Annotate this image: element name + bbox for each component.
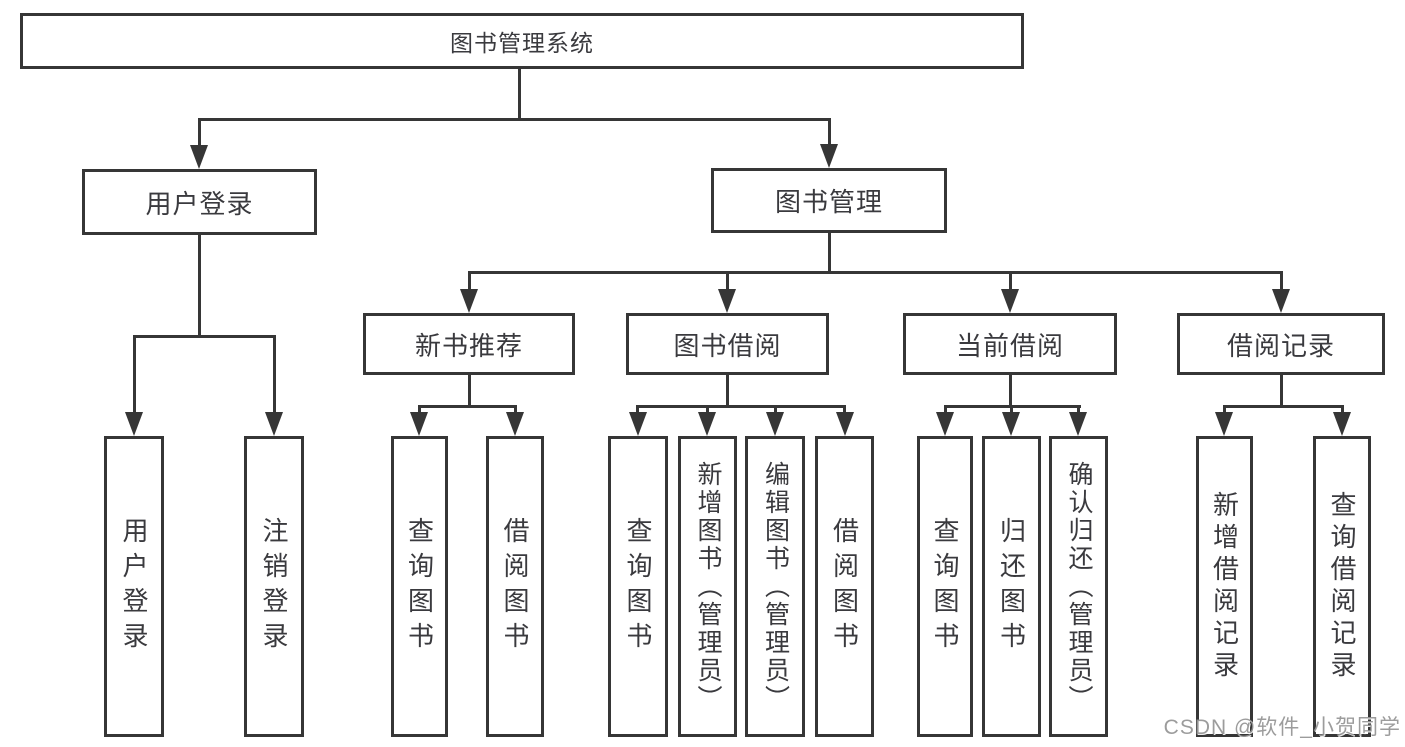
connector-line bbox=[273, 335, 276, 414]
node-book-management: 图书管理 bbox=[711, 168, 947, 233]
connector-line bbox=[1010, 405, 1013, 414]
node-query-books-1: 查询图书 bbox=[391, 436, 448, 737]
node-new-book-recommend: 新书推荐 bbox=[363, 313, 575, 375]
connector-line bbox=[133, 335, 136, 414]
node-add-books-admin: 新增图书（管理员） bbox=[678, 436, 737, 737]
node-borrowing-records: 借阅记录 bbox=[1177, 313, 1385, 375]
connector-line bbox=[514, 405, 517, 414]
connector-line bbox=[726, 375, 729, 408]
arrow-down-icon bbox=[460, 289, 478, 313]
arrow-down-icon bbox=[698, 412, 716, 436]
connector-line bbox=[468, 271, 471, 291]
connector-line bbox=[468, 271, 1283, 274]
connector-line bbox=[1077, 405, 1080, 414]
connector-line bbox=[198, 118, 831, 121]
node-borrow-books-1: 借阅图书 bbox=[486, 436, 544, 737]
connector-line bbox=[944, 405, 947, 414]
arrow-down-icon bbox=[265, 412, 283, 436]
arrow-down-icon bbox=[1069, 412, 1087, 436]
connector-line bbox=[418, 405, 421, 414]
connector-line bbox=[828, 118, 831, 147]
csdn-watermark: CSDN @软件_小贺同学 bbox=[1163, 716, 1401, 739]
arrow-down-icon bbox=[836, 412, 854, 436]
arrow-down-icon bbox=[190, 145, 208, 169]
arrow-down-icon bbox=[1272, 289, 1290, 313]
node-query-books-3: 查询图书 bbox=[917, 436, 973, 737]
node-query-borrow-record: 查询借阅记录 bbox=[1313, 436, 1371, 737]
node-user-login-leaf: 用户登录 bbox=[104, 436, 164, 737]
arrow-down-icon bbox=[1215, 412, 1233, 436]
arrow-down-icon bbox=[820, 144, 838, 168]
connector-line bbox=[636, 405, 846, 408]
node-add-borrow-record: 新增借阅记录 bbox=[1196, 436, 1253, 737]
arrow-down-icon bbox=[1001, 289, 1019, 313]
node-confirm-return-admin: 确认归还（管理员） bbox=[1049, 436, 1108, 737]
arrow-down-icon bbox=[936, 412, 954, 436]
connector-line bbox=[1009, 271, 1012, 291]
connector-line bbox=[468, 375, 471, 408]
connector-line bbox=[518, 66, 521, 120]
node-book-borrowing: 图书借阅 bbox=[626, 313, 829, 375]
connector-line bbox=[1341, 405, 1344, 414]
connector-line bbox=[1223, 405, 1344, 408]
connector-line bbox=[828, 233, 831, 274]
arrow-down-icon bbox=[718, 289, 736, 313]
connector-line bbox=[1223, 405, 1226, 414]
node-book-management-system: 图书管理系统 bbox=[20, 13, 1024, 69]
node-user-login: 用户登录 bbox=[82, 169, 317, 235]
arrow-down-icon bbox=[766, 412, 784, 436]
node-query-books-2: 查询图书 bbox=[608, 436, 668, 737]
connector-line bbox=[1009, 375, 1012, 408]
arrow-down-icon bbox=[506, 412, 524, 436]
connector-line bbox=[636, 405, 639, 414]
connector-line bbox=[1280, 375, 1283, 408]
connector-line bbox=[198, 235, 201, 338]
connector-line bbox=[1280, 271, 1283, 291]
connector-line bbox=[418, 405, 517, 408]
node-borrow-books-2: 借阅图书 bbox=[815, 436, 874, 737]
connector-line bbox=[726, 271, 729, 291]
connector-line bbox=[843, 405, 846, 414]
node-return-books: 归还图书 bbox=[982, 436, 1041, 737]
arrow-down-icon bbox=[410, 412, 428, 436]
connector-line bbox=[198, 118, 201, 148]
node-logout: 注销登录 bbox=[244, 436, 304, 737]
node-edit-books-admin: 编辑图书（管理员） bbox=[745, 436, 805, 737]
arrow-down-icon bbox=[125, 412, 143, 436]
arrow-down-icon bbox=[629, 412, 647, 436]
connector-line bbox=[133, 335, 276, 338]
connector-line bbox=[706, 405, 709, 414]
node-current-borrowing: 当前借阅 bbox=[903, 313, 1117, 375]
connector-line bbox=[774, 405, 777, 414]
arrow-down-icon bbox=[1333, 412, 1351, 436]
arrow-down-icon bbox=[1002, 412, 1020, 436]
